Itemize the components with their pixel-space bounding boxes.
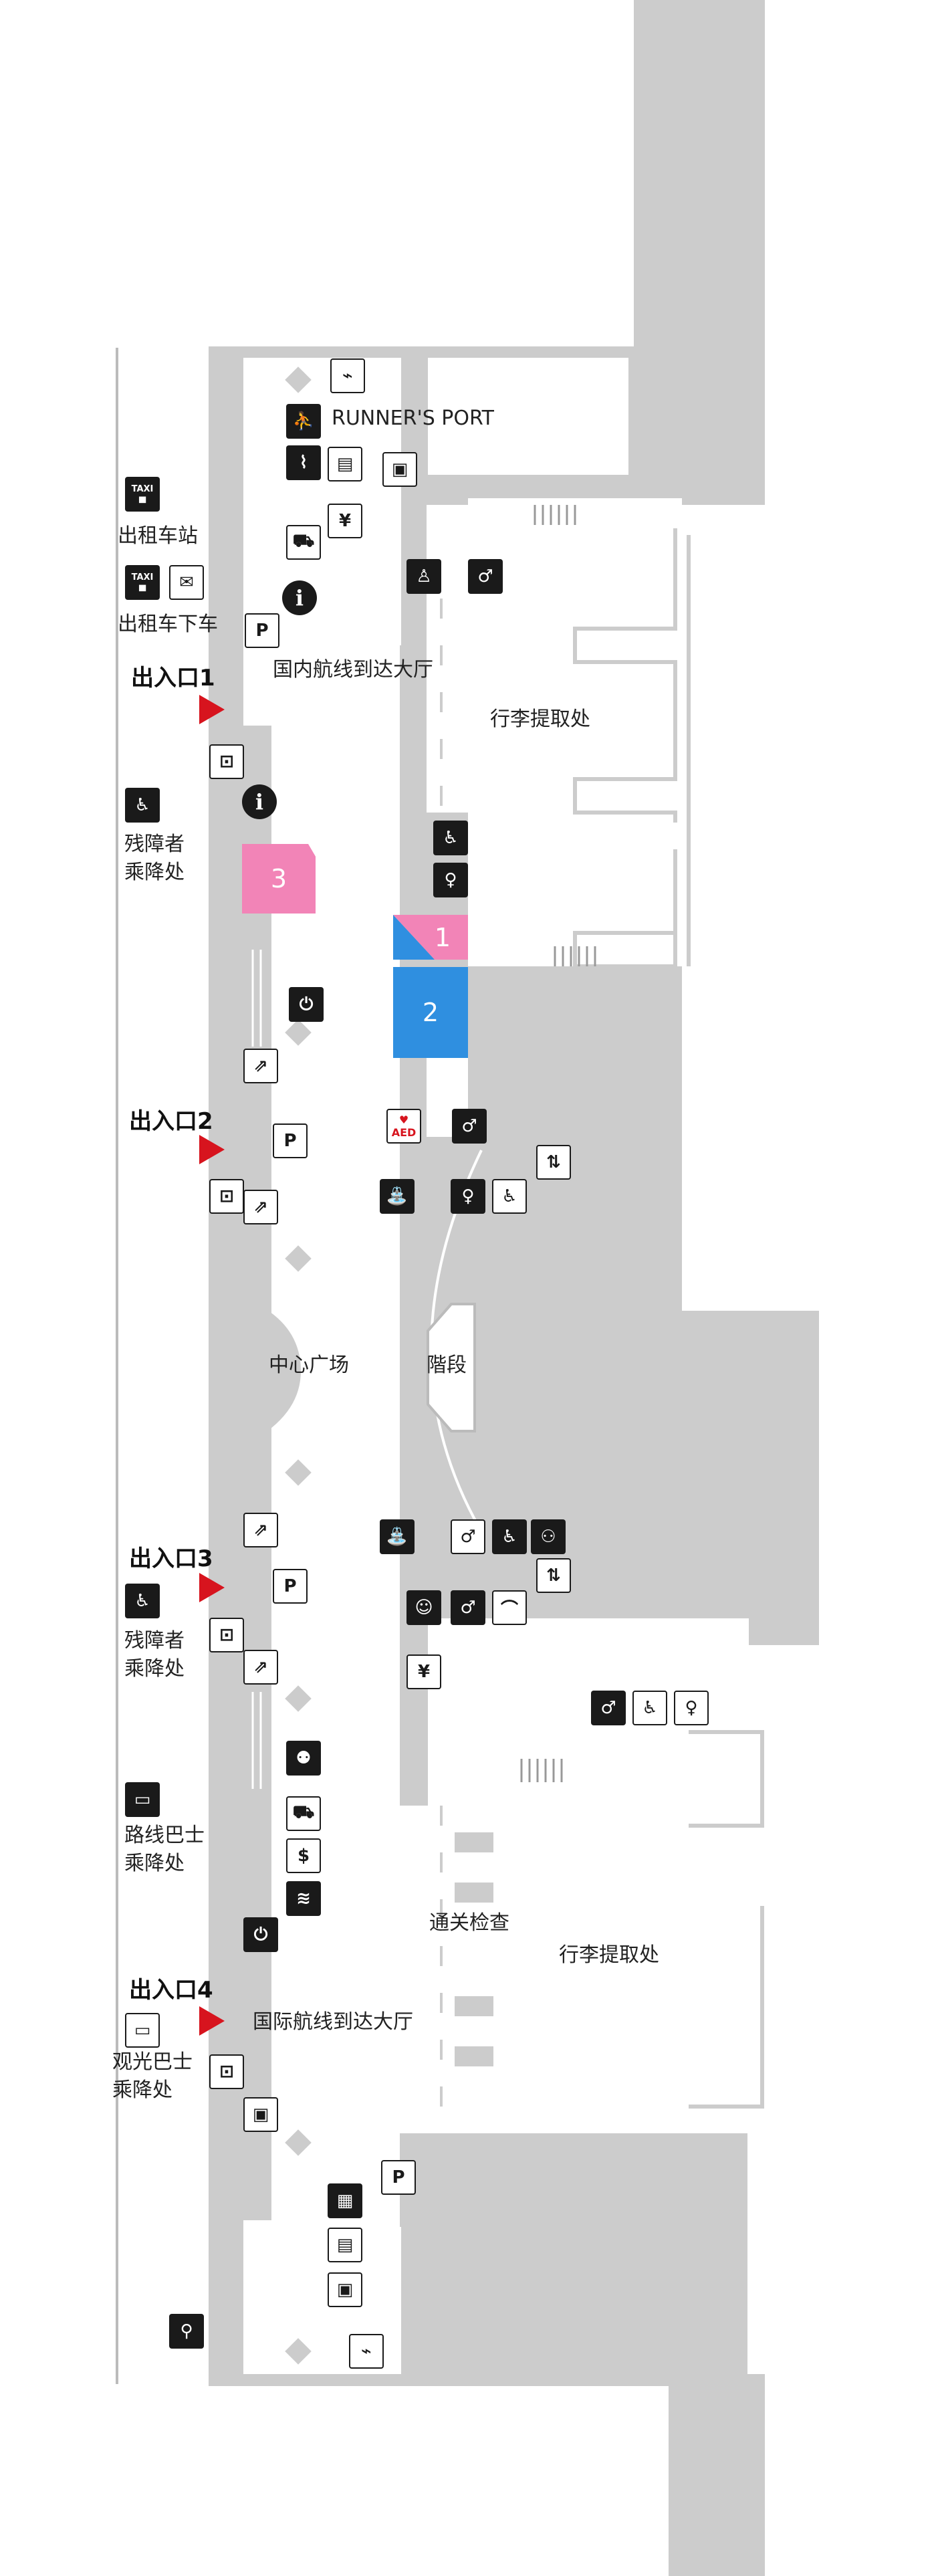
entrance-4-arrow-icon [199,2006,225,2036]
accessible-restroom-icon-2: ♿ [492,1179,527,1214]
wheelchair-icon-2: ♿ [125,1584,160,1618]
rental-car-icon-2: ⛟ [286,1796,321,1831]
runners-port-label: RUNNER'S PORT [332,407,495,430]
taxi-dropoff-car-glyph: ▅ [139,582,146,592]
info-icon: i [282,580,317,615]
power-outlet-icon-2: ⏻ [243,1917,278,1952]
mail-icon: ✉ [169,565,204,600]
locker-icon-2: ▣ [243,2097,278,2132]
entrance-2-arrow-icon [199,1135,225,1164]
cart-icon: ⊡ [209,744,244,779]
aed-heart-glyph: ♥ [398,1113,409,1126]
smoking-area-icon-2: ⌁ [349,2334,384,2369]
smoking-area-icon: ⌁ [330,358,365,393]
bus-icon: ▭ [125,1782,160,1817]
international-arrivals-label: 国际航线到达大厅 [253,2010,413,2034]
restroom-men-icon-4: ♂ [451,1590,485,1625]
wheelchair-icon: ♿ [125,788,160,823]
route-bus-line1: 路线巴士 [124,1824,205,1847]
cart-icon-4: ⊡ [209,2054,244,2089]
disabled-pickup-1-line2: 乘降处 [124,861,185,884]
cart-icon-2: ⊡ [209,1179,244,1214]
drinking-fountain-icon-2: ⛲ [380,1519,415,1554]
nursing-room-icon: ☺ [406,1590,441,1625]
info-icon-2: i [242,784,277,819]
vending-machine-icon: ▦ [328,2183,362,2218]
escalator-icon-3: ⇗ [243,1513,278,1547]
entrance-1-label: 出入口1 [131,665,215,691]
taxi-stand-label: 出租车站 [118,524,198,548]
restroom-women-icon-3: ♀ [674,1691,709,1725]
bicycle-icon: ⚲ [169,2314,204,2349]
family-restroom-icon: ⚇ [531,1519,566,1554]
ticket-machine-icon: ▤ [328,447,362,481]
stairs-label: 階段 [427,1354,467,1377]
sightseeing-bus-line1: 观光巴士 [112,2050,193,2074]
taxi-dropoff-label: 出租车下车 [118,613,218,636]
sightseeing-bus-icon: ▭ [125,2013,160,2048]
domestic-arrivals-label: 国内航线到达大厅 [273,658,433,681]
restroom-women-icon: ♀ [433,863,468,897]
restroom-men-icon-5: ♂ [591,1691,626,1725]
baggage-claim-2-label: 行李提取处 [559,1943,659,1967]
taxi-car-glyph: ▅ [139,494,146,504]
restroom-women-icon-2: ♀ [451,1179,485,1214]
escalator-icon-2: ⇗ [243,1190,278,1224]
customs-label: 通关检查 [429,1911,509,1935]
entrance-4-label: 出入口4 [129,1977,213,2004]
taxi-stand-icon: TAXI▅ [125,477,160,512]
zone-3: 3 [242,844,316,914]
cloakroom-icon: ⌒ [492,1590,527,1625]
currency-exchange-icon: $ [286,1838,321,1873]
elevator-icon: ⇅ [536,1145,571,1180]
disabled-pickup-2-line1: 残障者 [124,1629,185,1652]
accessible-restroom-icon-4: ♿ [632,1691,667,1725]
parking-icon-4: P [381,2160,416,2195]
atm-icon: ¥ [328,504,362,538]
disabled-pickup-1-line1: 残障者 [124,833,185,856]
aed-icon-text: AED [391,1126,417,1139]
taxi-dropoff-icon: TAXI▅ [125,565,160,600]
shower-icon: ⌇ [286,445,321,480]
rental-car-icon: ⛟ [286,525,321,560]
locker-icon: ▣ [382,452,417,487]
taxi-dropoff-icon-text: TAXI [131,572,154,583]
locker-icon-3: ▣ [328,2272,362,2307]
zone-1: 1 [434,922,451,952]
taxi-stand-icon-text: TAXI [131,484,154,495]
elevator-icon-2: ⇅ [536,1558,571,1593]
route-bus-line2: 乘降处 [124,1852,185,1875]
baggage-claim-1-label: 行李提取处 [490,708,590,731]
restroom-men-icon-2: ♂ [452,1109,487,1144]
entrance-1-arrow-icon [199,695,225,724]
police-icon: ♙ [406,559,441,594]
accessible-restroom-icon: ♿ [433,821,468,855]
center-plaza-label: 中心广场 [269,1354,349,1377]
runner-icon: ⛹ [286,404,321,439]
accessible-restroom-icon-3: ♿ [492,1519,527,1554]
entrance-3-arrow-icon [199,1573,225,1602]
zone-2: 2 [393,967,468,1058]
ticket-machine-icon-2: ▤ [328,2228,362,2262]
wifi-icon: ≋ [286,1881,321,1916]
cart-icon-3: ⊡ [209,1618,244,1652]
aed-icon: ♥AED [386,1109,421,1144]
drinking-fountain-icon: ⛲ [380,1179,415,1214]
power-outlet-icon: ⏻ [289,987,324,1022]
parking-icon-2: P [273,1123,308,1158]
entrance-3-label: 出入口3 [129,1545,213,1572]
escalator-icon-4: ⇗ [243,1650,278,1685]
sightseeing-bus-line2: 乘降处 [112,2078,172,2102]
parking-icon-3: P [273,1569,308,1604]
disabled-pickup-2-line2: 乘降处 [124,1657,185,1681]
escalator-icon: ⇗ [243,1049,278,1083]
parking-icon: P [245,613,279,648]
restroom-men-icon-3: ♂ [451,1519,485,1554]
restroom-men-icon: ♂ [468,559,503,594]
entrance-2-label: 出入口2 [129,1108,213,1135]
meeting-point-icon: ⚉ [286,1741,321,1776]
atm-icon-2: ¥ [406,1654,441,1689]
